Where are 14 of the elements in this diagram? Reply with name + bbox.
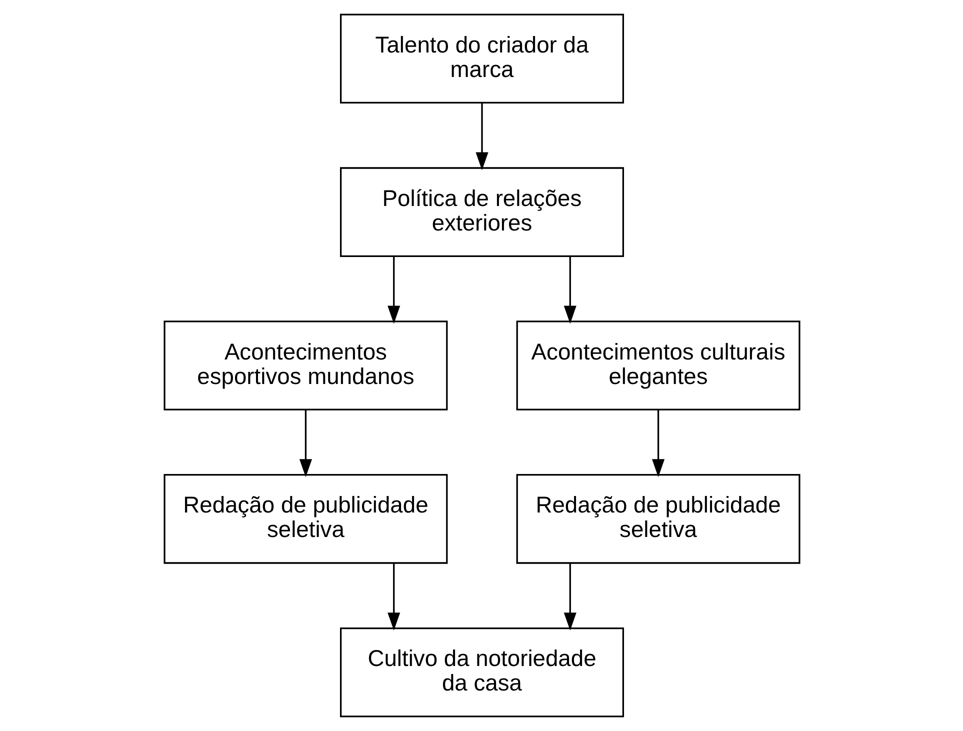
arrow bbox=[475, 103, 488, 170]
node-box: Redação de publicidade seletiva bbox=[516, 474, 800, 564]
node-box: Redação de publicidade seletiva bbox=[163, 474, 448, 564]
arrow bbox=[563, 563, 576, 631]
node-box: Talento do criador da marca bbox=[340, 14, 624, 104]
arrow bbox=[563, 256, 576, 324]
arrow bbox=[652, 410, 664, 478]
arrow bbox=[387, 563, 400, 631]
node-box: Acontecimentos esportivos mundanos bbox=[163, 320, 448, 410]
node-box: Cultivo da notoriedade da casa bbox=[340, 627, 624, 718]
arrow bbox=[298, 410, 312, 478]
node-box: Acontecimentos culturais elegantes bbox=[516, 320, 800, 410]
arrow bbox=[387, 256, 400, 324]
node-box: Política de relações exteriores bbox=[340, 167, 624, 257]
